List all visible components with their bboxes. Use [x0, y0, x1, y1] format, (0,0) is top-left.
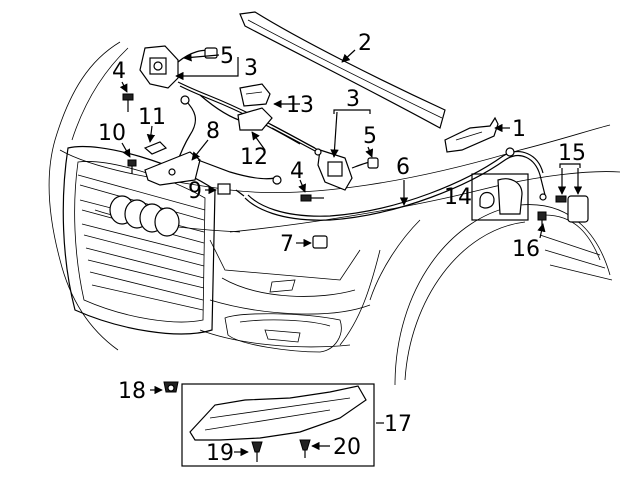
handle-detail-box [471, 173, 529, 221]
callout-3-lower: 3 [346, 87, 360, 112]
callout-13: 13 [286, 93, 314, 118]
splash-shield-box [181, 383, 375, 467]
callout-12: 12 [240, 145, 268, 170]
bolt-16 [537, 211, 547, 228]
callout-5-lower: 5 [363, 124, 377, 149]
callout-11: 11 [138, 105, 166, 130]
front-grille [62, 145, 216, 335]
callout-17: 17 [384, 412, 412, 437]
callout-10: 10 [98, 121, 126, 146]
callout-18: 18 [118, 379, 146, 404]
callout-14: 14 [444, 185, 472, 210]
clip-9 [217, 183, 231, 195]
callout-9: 9 [188, 179, 202, 204]
lock-carrier [144, 151, 282, 186]
callout-6: 6 [396, 155, 410, 180]
clip-7 [312, 235, 328, 249]
bracket-part-13 [239, 83, 271, 107]
callout-3-upper: 3 [244, 56, 258, 81]
callout-19: 19 [206, 441, 234, 466]
bolt-4-upper [122, 93, 134, 112]
callout-8: 8 [206, 119, 220, 144]
clip-18 [163, 381, 179, 393]
screw-10 [127, 159, 137, 174]
leader-lines [119, 49, 583, 457]
callout-7: 7 [280, 232, 294, 257]
push-pin-19 [251, 441, 263, 462]
bolt-4-lower [300, 194, 324, 202]
lower-hood-latch [317, 149, 379, 191]
callout-5-upper: 5 [220, 44, 234, 69]
callout-4-upper: 4 [112, 59, 126, 84]
callout-2: 2 [358, 31, 372, 56]
bolt-15 [555, 195, 589, 223]
hood-seal [239, 11, 446, 129]
callout-15: 15 [558, 141, 586, 166]
callout-20: 20 [333, 435, 361, 460]
callout-labels: 2 1 5 3 4 13 3 5 11 10 8 12 4 6 9 7 14 1… [98, 31, 586, 466]
release-cable [235, 147, 547, 221]
callout-16: 16 [512, 237, 540, 262]
callout-1: 1 [512, 117, 526, 142]
clip-part-11 [143, 141, 168, 155]
push-pin-20 [299, 439, 311, 458]
callout-4-lower: 4 [290, 159, 304, 184]
safety-catch-bracket [444, 116, 499, 153]
